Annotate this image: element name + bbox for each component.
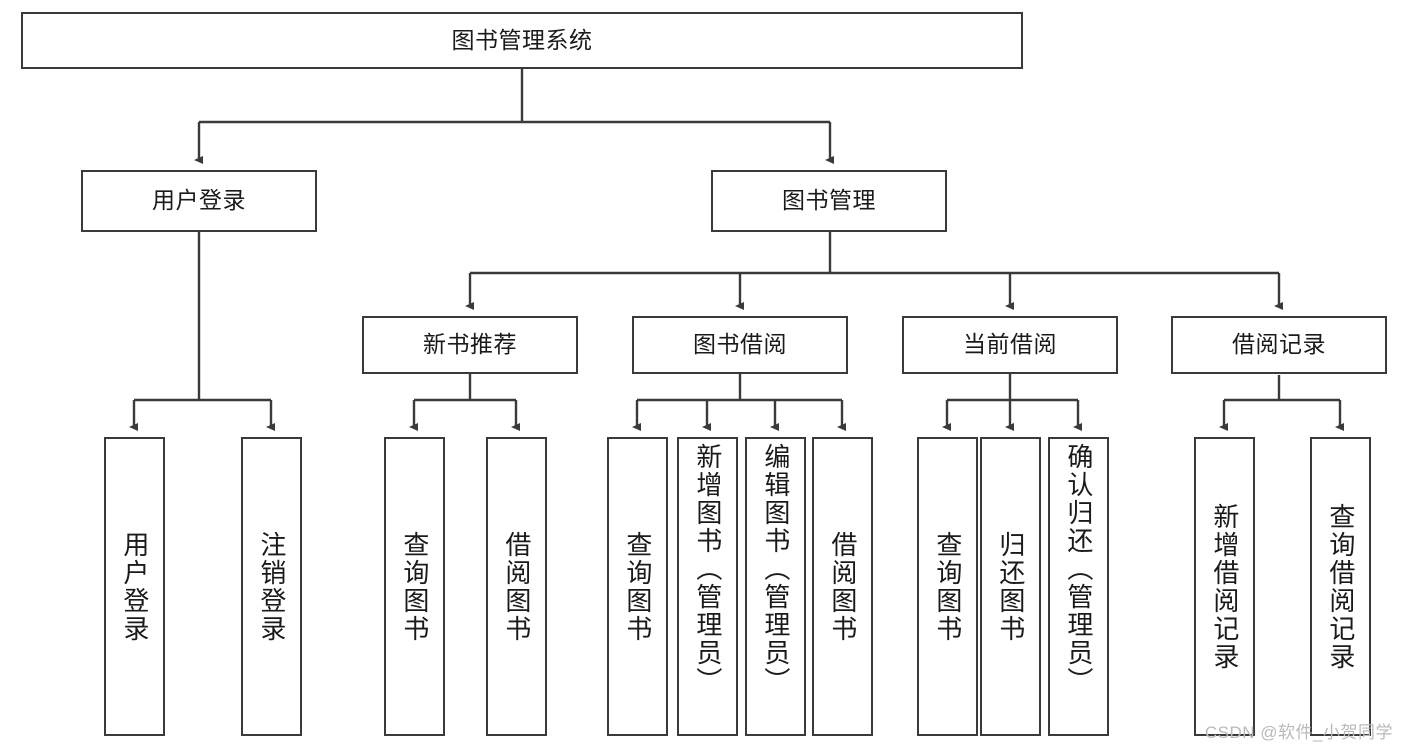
node-label: 新书推荐: [423, 331, 517, 358]
node-label: 新增借阅记录: [1209, 502, 1240, 671]
node-label: 编辑图书（管理员）: [760, 443, 791, 695]
leaf-user-logout[interactable]: 注销登录: [241, 437, 302, 736]
node-label: 用户登录: [152, 187, 246, 214]
node-new-book-recommend[interactable]: 新书推荐: [362, 316, 578, 374]
node-label: 查询图书: [932, 530, 963, 643]
node-label: 当前借阅: [963, 331, 1057, 358]
node-label: 新增图书（管理员）: [692, 443, 723, 695]
leaf-user-login[interactable]: 用户登录: [104, 437, 165, 736]
leaf-add-borrow-record[interactable]: 新增借阅记录: [1194, 437, 1255, 736]
node-current-borrow[interactable]: 当前借阅: [902, 316, 1118, 374]
watermark-text: CSDN @软件_小贺同学: [1204, 723, 1393, 742]
node-label: 归还图书: [995, 530, 1026, 643]
node-label: 借阅图书: [501, 530, 532, 643]
leaf-add-book[interactable]: 新增图书（管理员）: [677, 437, 738, 736]
leaf-query-book-borrow[interactable]: 查询图书: [607, 437, 668, 736]
node-label: 借阅记录: [1232, 331, 1326, 358]
leaf-query-book-recommend[interactable]: 查询图书: [384, 437, 445, 736]
leaf-query-borrow-record[interactable]: 查询借阅记录: [1310, 437, 1371, 736]
node-book-manage[interactable]: 图书管理: [711, 170, 947, 232]
node-label: 确认归还（管理员）: [1063, 443, 1094, 695]
node-label: 图书管理: [782, 187, 876, 214]
node-book-borrow[interactable]: 图书借阅: [632, 316, 848, 374]
node-root-system[interactable]: 图书管理系统: [21, 12, 1023, 69]
node-label: 查询图书: [622, 530, 653, 643]
node-label: 图书借阅: [693, 331, 787, 358]
node-label: 查询图书: [399, 530, 430, 643]
node-borrow-record[interactable]: 借阅记录: [1171, 316, 1387, 374]
node-label: 图书管理系统: [451, 26, 593, 53]
leaf-borrow-book-recommend[interactable]: 借阅图书: [486, 437, 547, 736]
node-label: 注销登录: [256, 530, 287, 643]
node-label: 用户登录: [119, 530, 150, 643]
leaf-confirm-return[interactable]: 确认归还（管理员）: [1048, 437, 1109, 736]
node-label: 借阅图书: [827, 530, 858, 643]
node-user-login[interactable]: 用户登录: [81, 170, 317, 232]
node-label: 查询借阅记录: [1325, 502, 1356, 671]
leaf-edit-book[interactable]: 编辑图书（管理员）: [745, 437, 806, 736]
leaf-borrow-book[interactable]: 借阅图书: [812, 437, 873, 736]
leaf-return-book[interactable]: 归还图书: [980, 437, 1041, 736]
leaf-query-book-current[interactable]: 查询图书: [917, 437, 978, 736]
